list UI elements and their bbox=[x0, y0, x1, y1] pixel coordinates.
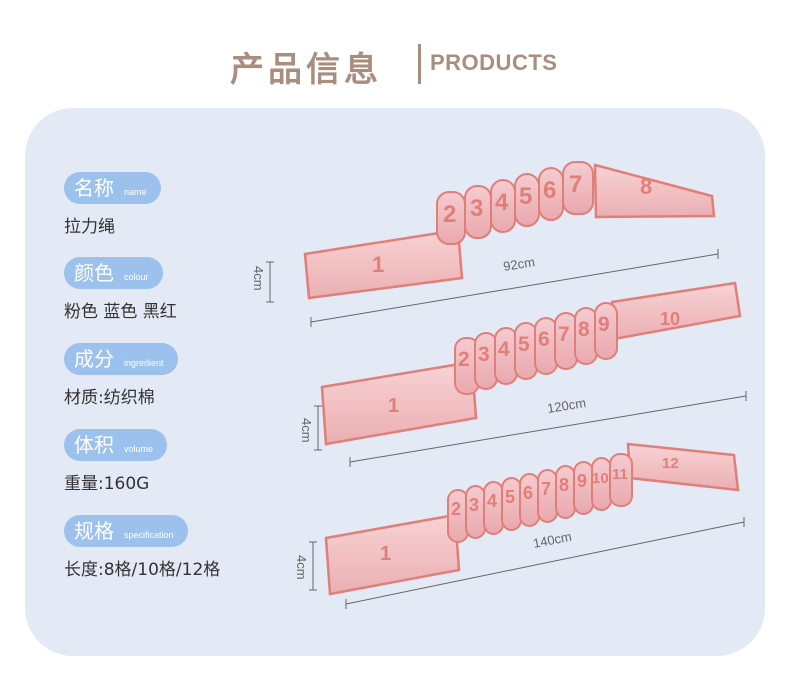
band-loops bbox=[436, 161, 594, 245]
band-number: 6 bbox=[538, 328, 550, 351]
band-number: 2 bbox=[451, 499, 461, 519]
band-left-end bbox=[303, 228, 464, 300]
band-number: 4 bbox=[498, 338, 510, 361]
band-number: 2 bbox=[443, 201, 456, 228]
band-number: 8 bbox=[578, 318, 590, 341]
band-number: 10 bbox=[592, 470, 609, 487]
title-separator bbox=[418, 44, 421, 84]
band-number: 6 bbox=[523, 483, 533, 503]
info-item-colour: 颜色 colour 粉色 蓝色 黑红 bbox=[64, 257, 284, 322]
height-label: 4cm bbox=[251, 266, 266, 291]
label-en: ingredient bbox=[124, 358, 164, 368]
label-en: volume bbox=[124, 444, 154, 454]
band-10-grid: 1 2 3 4 5 6 7 8 9 10 4cm 120cm bbox=[299, 281, 747, 467]
band-number: 7 bbox=[558, 323, 570, 346]
band-number: 3 bbox=[470, 195, 483, 222]
info-item-name: 名称 name 拉力绳 bbox=[64, 172, 284, 237]
header: 产品信息 PRODUCTS bbox=[0, 28, 790, 98]
band-number: 10 bbox=[660, 309, 680, 329]
band-number: 11 bbox=[612, 466, 628, 483]
band-number: 7 bbox=[569, 171, 582, 198]
label-en: name bbox=[124, 187, 147, 197]
band-right-end bbox=[626, 442, 740, 492]
length-label: 92cm bbox=[502, 254, 536, 274]
length-label: 120cm bbox=[546, 395, 587, 416]
label-cn: 体积 bbox=[74, 433, 114, 457]
band-number: 1 bbox=[372, 252, 384, 277]
band-right-end bbox=[593, 163, 716, 219]
band-loops bbox=[447, 453, 633, 543]
label-cn: 成分 bbox=[74, 347, 114, 371]
band-number: 6 bbox=[543, 177, 556, 204]
label-pill: 颜色 colour bbox=[64, 257, 163, 289]
info-item-specification: 规格 specification 长度:8格/10格/12格 bbox=[64, 515, 284, 580]
length-label: 140cm bbox=[532, 529, 573, 551]
height-label: 4cm bbox=[294, 555, 309, 580]
band-number: 8 bbox=[559, 475, 569, 495]
band-number: 5 bbox=[519, 183, 532, 210]
band-number: 4 bbox=[495, 189, 509, 216]
info-value: 粉色 蓝色 黑红 bbox=[64, 302, 177, 322]
length-dimension-line bbox=[310, 253, 719, 323]
label-pill: 成分 ingredient bbox=[64, 343, 178, 375]
band-number: 9 bbox=[598, 313, 610, 336]
band-number: 8 bbox=[640, 174, 652, 199]
label-en: specification bbox=[124, 530, 174, 540]
label-cn: 名称 bbox=[74, 176, 114, 200]
label-pill: 体积 volume bbox=[64, 429, 168, 461]
info-value: 长度:8格/10格/12格 bbox=[64, 560, 221, 580]
info-value: 材质:纺织棉 bbox=[64, 388, 155, 408]
band-number: 7 bbox=[541, 479, 551, 499]
title-cn: 产品信息 bbox=[230, 50, 382, 90]
band-number: 4 bbox=[487, 491, 497, 511]
band-number: 5 bbox=[518, 333, 530, 356]
label-cn: 规格 bbox=[74, 519, 114, 543]
band-number: 3 bbox=[469, 495, 479, 515]
length-dimension-line bbox=[349, 395, 747, 463]
info-item-volume: 体积 volume 重量:160G bbox=[64, 429, 284, 494]
label-pill: 名称 name bbox=[64, 172, 161, 204]
label-cn: 颜色 bbox=[74, 261, 114, 285]
band-left-end bbox=[324, 513, 461, 596]
band-number: 3 bbox=[478, 343, 490, 366]
band-number: 1 bbox=[388, 395, 399, 417]
band-number: 9 bbox=[577, 471, 587, 491]
title-en: PRODUCTS bbox=[430, 50, 558, 75]
band-left-end bbox=[320, 360, 478, 446]
band-number: 5 bbox=[505, 487, 515, 507]
height-label: 4cm bbox=[299, 418, 314, 443]
band-number: 1 bbox=[380, 543, 391, 565]
band-loops bbox=[454, 302, 618, 395]
band-number: 2 bbox=[458, 348, 470, 371]
info-value: 重量:160G bbox=[64, 474, 150, 494]
info-item-ingredient: 成分 ingredient 材质:纺织棉 bbox=[64, 343, 284, 408]
band-8-grid: 1 2 3 4 5 6 7 8 4cm 92cm bbox=[251, 161, 719, 327]
band-12-grid: 1 2 3 4 5 6 7 8 9 10 11 12 4cm 140cm bbox=[294, 442, 745, 609]
label-en: colour bbox=[124, 272, 149, 282]
length-dimension-line bbox=[345, 521, 745, 605]
label-pill: 规格 specification bbox=[64, 515, 188, 547]
band-number: 12 bbox=[662, 455, 679, 472]
info-value: 拉力绳 bbox=[64, 217, 115, 237]
